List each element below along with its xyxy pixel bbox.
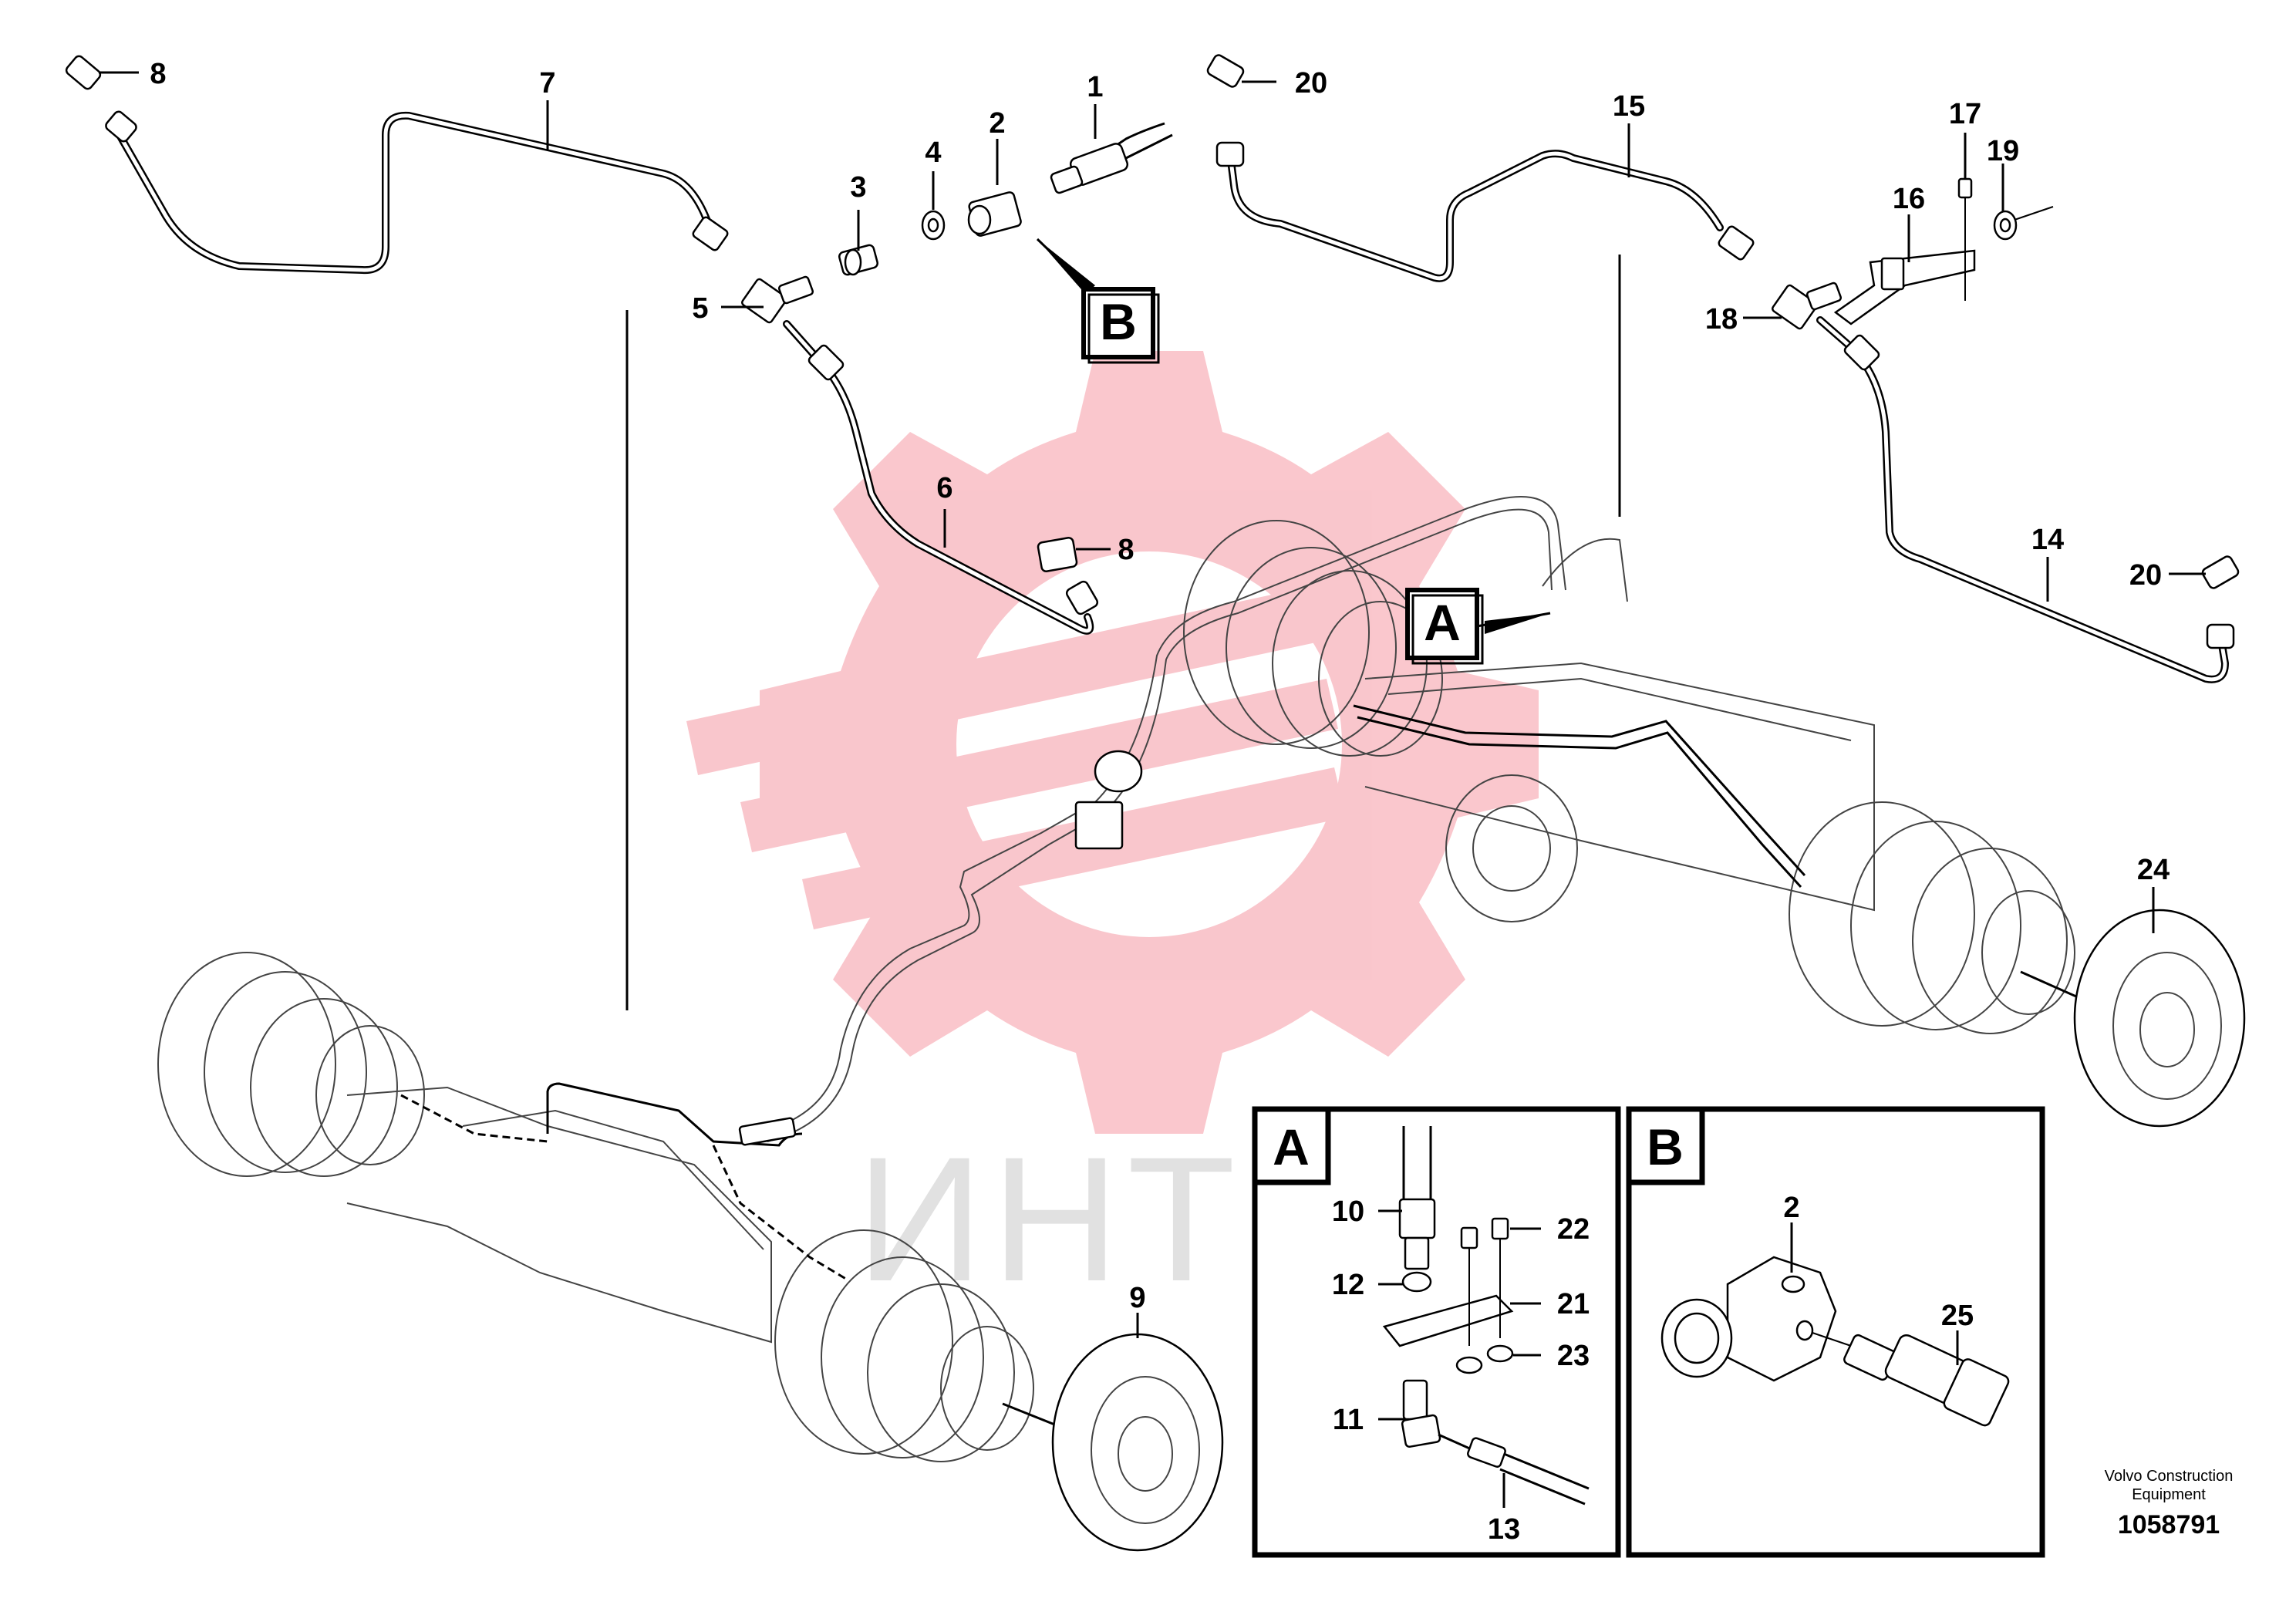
nut-on-pipe-7 (692, 216, 729, 251)
callout-13: 13 (1488, 1513, 1520, 1546)
watermark-gear-logo (686, 351, 1539, 1134)
pipe-14 (1816, 316, 2229, 683)
footer-company-line1: Volvo Construction (2105, 1468, 2234, 1485)
bolt-17 (1957, 177, 1973, 301)
callout-3: 3 (850, 171, 866, 204)
document-number: 1058791 (2118, 1510, 2220, 1539)
marker-a-label: A (1424, 594, 1461, 651)
callout-11: 11 (1333, 1404, 1364, 1436)
callout-17: 17 (1949, 98, 1981, 130)
bracket-16 (1833, 249, 1976, 325)
callout-23: 23 (1557, 1340, 1590, 1372)
callout-22: 22 (1557, 1213, 1590, 1246)
footer-company-line2: Equipment (2132, 1486, 2206, 1503)
nut-on-pipe-15 (1718, 225, 1755, 261)
callout-2: 2 (989, 107, 1005, 140)
callout-24: 24 (2137, 854, 2170, 886)
brake-disc-9 (1051, 1333, 1224, 1552)
callout-21: 21 (1557, 1288, 1590, 1320)
washer-4 (921, 210, 946, 241)
marker-b-label: B (1100, 293, 1137, 350)
fitting-8-mid (1037, 536, 1099, 615)
callout-20-top: 20 (1295, 67, 1327, 99)
sensor-housing-2 (967, 191, 1022, 237)
marker-a: A (1405, 588, 1551, 665)
callout-7: 7 (539, 67, 555, 99)
callout-14: 14 (2031, 524, 2064, 556)
detail-b-box: B 2 25 (1626, 1106, 2045, 1558)
pipe-7 (116, 111, 713, 275)
accumulator (1074, 750, 1143, 850)
callout-4: 4 (925, 137, 941, 169)
callout-8-top: 8 (150, 58, 166, 90)
washer-19 (1993, 206, 2054, 241)
detail-a-label: A (1273, 1118, 1310, 1175)
footer: Volvo Construction Equipment 1058791 (2105, 1468, 2234, 1539)
callout-2-detail: 2 (1783, 1192, 1799, 1224)
callout-1: 1 (1087, 71, 1103, 103)
fitting-20-right (2201, 555, 2240, 649)
adapter-3 (838, 244, 879, 276)
callout-10: 10 (1332, 1195, 1364, 1228)
callout-15: 15 (1613, 90, 1645, 123)
front-axle (157, 952, 1034, 1462)
detail-a-box: A 10 12 11 (1252, 1106, 1621, 1558)
callout-9: 9 (1129, 1282, 1145, 1314)
detail-a-plate (1382, 1217, 1514, 1374)
callouts: 1 2 3 4 5 6 7 8 8 9 14 15 16 17 18 19 20 (99, 58, 2206, 1338)
brake-disc-24 (2073, 909, 2246, 1128)
hose-1 (1050, 122, 1173, 194)
tee-18 (1772, 282, 1843, 330)
detail-b-label: B (1647, 1118, 1684, 1175)
callout-18: 18 (1705, 303, 1738, 336)
callout-6: 6 (936, 472, 952, 504)
fitting-20-top (1206, 54, 1245, 167)
pipe-15 (1226, 150, 1724, 282)
callout-12: 12 (1332, 1269, 1364, 1301)
detail-b-sensor-housing (1660, 1256, 1837, 1382)
callout-20-right: 20 (2129, 559, 2162, 592)
tee-5 (741, 275, 814, 324)
marker-b: B (1036, 238, 1160, 364)
callout-16: 16 (1893, 183, 1925, 215)
rear-axle (1183, 520, 2075, 1034)
detail-b-pressure-sensor (1812, 1332, 2010, 1427)
detail-a-elbow (1401, 1379, 1590, 1506)
callout-5: 5 (692, 292, 708, 325)
callout-8-mid: 8 (1118, 534, 1134, 566)
detail-a-hose (1398, 1126, 1436, 1293)
callout-19: 19 (1987, 135, 2019, 167)
fitting-8-top (65, 55, 137, 143)
pipe-6 (783, 320, 1094, 635)
callout-25: 25 (1941, 1300, 1974, 1332)
